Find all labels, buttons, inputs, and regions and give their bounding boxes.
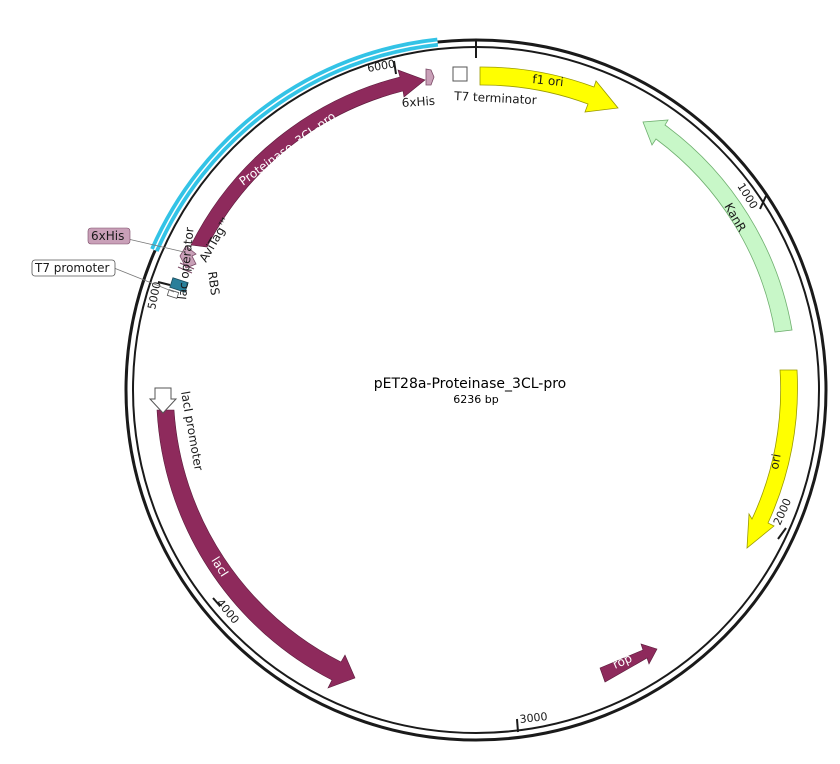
tick-mark-6000 — [393, 60, 397, 75]
tick-label-5000: 5000 — [145, 281, 164, 311]
tick-label-6000: 6000 — [366, 57, 396, 75]
tick-mark-3000 — [516, 718, 519, 733]
f1-ori-feature[interactable] — [479, 66, 619, 113]
sixhis-callout-label: 6xHis — [91, 229, 124, 243]
rbs-mark-1 — [179, 262, 195, 270]
laci-feature[interactable] — [156, 409, 356, 689]
plasmid-name: pET28a-Proteinase_3CL-pro — [374, 376, 566, 392]
rop-feature[interactable] — [599, 643, 658, 683]
ori-label: ori — [767, 453, 783, 471]
sixhis-top-label: 6xHis — [401, 94, 435, 110]
insert-highlight-arc-inner — [153, 41, 438, 251]
rop-label: rop — [611, 651, 635, 672]
f1-ori-label: f1 ori — [532, 72, 565, 89]
laci-promoter-feature[interactable] — [148, 387, 178, 414]
plasmid-length: 6236 bp — [453, 393, 498, 406]
t7-promoter-feature[interactable] — [166, 289, 180, 299]
tick-mark-5000 — [157, 281, 171, 286]
sixhis-callout-leader — [127, 238, 185, 253]
tick-mark-2000 — [777, 527, 787, 540]
sixhis-callout-box[interactable] — [87, 227, 131, 245]
lac-operator-feature[interactable] — [169, 277, 189, 293]
t7-promoter-callout-label: T7 promoter — [34, 261, 110, 275]
proteinase-3cl-pro-feature[interactable] — [190, 69, 426, 248]
rbs-feature[interactable] — [177, 262, 195, 274]
t7-promoter-callout-box[interactable] — [31, 259, 116, 277]
tick-label-3000: 3000 — [519, 710, 548, 726]
rbs-label: RBS — [205, 270, 222, 296]
t7-promoter-callout-leader — [113, 267, 175, 293]
t7-terminator-feature[interactable] — [452, 66, 468, 82]
scale-ticks — [157, 60, 787, 733]
t7-terminator-label: T7 terminator — [453, 89, 537, 107]
rbs-mark-2 — [177, 266, 193, 274]
tick-mark-1000 — [759, 195, 767, 210]
avitag-feature[interactable] — [179, 245, 197, 269]
sixhis-top-feature[interactable] — [425, 68, 435, 86]
kanr-feature[interactable] — [642, 119, 793, 333]
ori-feature[interactable] — [746, 369, 798, 549]
tick-mark-4000 — [212, 597, 221, 607]
laci-promoter-label: lacI promoter — [178, 390, 206, 472]
